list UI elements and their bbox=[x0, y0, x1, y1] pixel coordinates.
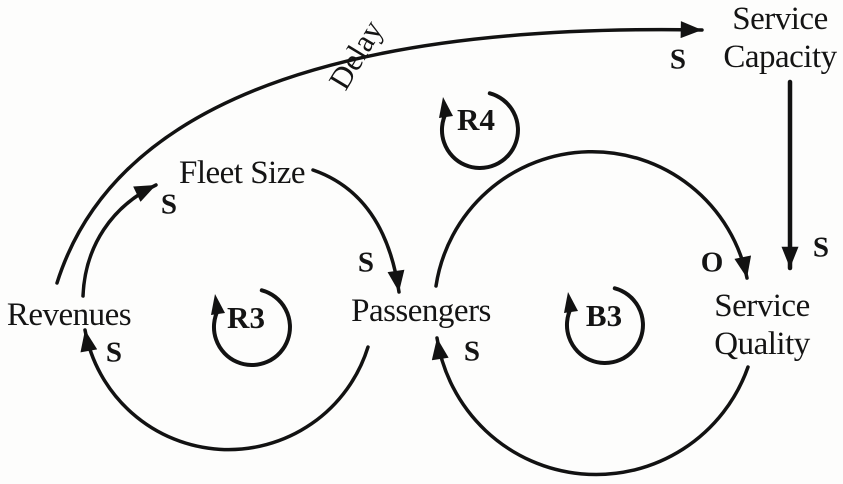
node-fleet-size: Fleet Size bbox=[178, 155, 306, 191]
polarity-fleet-size-to-passengers: S bbox=[357, 246, 375, 279]
arrow-service-quality-to-passengers bbox=[431, 336, 750, 477]
node-passengers: Passengers bbox=[351, 293, 491, 329]
loop-label-b3: B3 bbox=[585, 298, 623, 333]
arrow-fleet-size-to-passengers bbox=[311, 168, 405, 294]
arrow-revenues-to-service-capacity bbox=[55, 21, 704, 285]
polarity-service-capacity-to-service-quality: S bbox=[812, 231, 830, 264]
node-service-capacity: Service Capacity bbox=[723, 0, 837, 76]
node-revenues: Revenues bbox=[6, 297, 132, 333]
arrow-passengers-to-service-quality bbox=[434, 149, 752, 288]
loop-label-r3: R3 bbox=[227, 300, 265, 335]
loop-label-r4: R4 bbox=[457, 102, 495, 137]
node-service-quality-line2: Quality bbox=[714, 326, 810, 362]
arrow-passengers-to-revenues bbox=[80, 328, 370, 452]
arrow-revenues-to-fleet-size bbox=[81, 183, 158, 298]
node-service-quality-line1: Service bbox=[714, 288, 810, 324]
polarity-passengers-to-service-quality: O bbox=[700, 246, 724, 279]
node-service-capacity-line1: Service bbox=[732, 1, 828, 37]
node-service-quality: Service Quality bbox=[714, 287, 810, 363]
polarity-passengers-to-revenues: S bbox=[105, 336, 123, 369]
polarity-revenues-to-fleet-size: S bbox=[160, 188, 178, 221]
polarity-service-quality-to-passengers: S bbox=[463, 335, 481, 368]
node-service-capacity-line2: Capacity bbox=[723, 39, 837, 75]
polarity-revenues-to-service-capacity: S bbox=[669, 43, 687, 76]
